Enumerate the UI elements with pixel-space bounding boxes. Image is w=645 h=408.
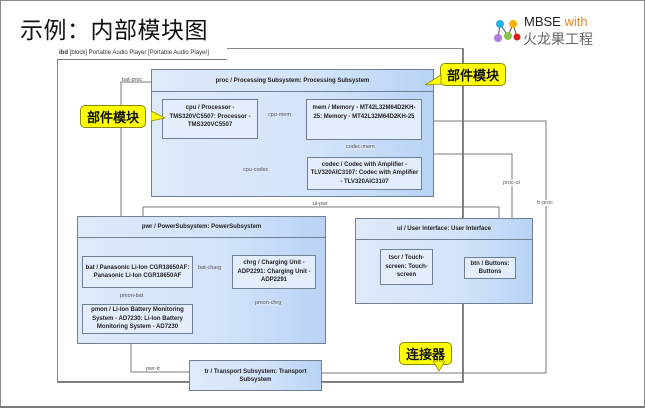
connector-label-pmon-chrg: pmon-chrg: [255, 300, 282, 306]
callout-connector: 连接器: [399, 342, 453, 365]
connector-label-ui-pwr: ui-pwr: [313, 201, 328, 207]
mbse-logo-icon: [494, 20, 521, 42]
part-chrg[interactable]: chrg / Charging Unit - ADP2291: Charging…: [232, 255, 316, 289]
part-bat[interactable]: bat / Panasonic Li-Ion CGR18650AF: Panas…: [82, 256, 193, 288]
slide-title: 示例：内部模块图: [20, 18, 208, 44]
part-pmon[interactable]: pmon / Li-Ion Battery Monitoring System …: [82, 304, 193, 334]
connector-label-bat-proc: bat-proc: [122, 77, 143, 83]
callout-part-block-left: 部件模块: [80, 105, 147, 128]
callout-part-block-top-right: 部件模块: [440, 63, 507, 86]
frame-label: ibd [block] Portable Audio Player [Porta…: [57, 48, 228, 60]
connector-label-pmon-bat: pmon-bat: [120, 293, 144, 299]
logo-text-line2: 火龙果工程: [523, 32, 593, 48]
callout-pointer-left: [151, 110, 167, 122]
part-btn[interactable]: btn / Buttons: Buttons: [464, 257, 516, 279]
block-pwr-title: pwr / PowerSubsystem: PowerSubsystem: [78, 217, 325, 238]
part-tscr[interactable]: tscr / Touch-screen: Touch-screen: [380, 249, 433, 285]
connector-label-bat-charg: bat-charg: [198, 265, 222, 271]
connector-label-cpu-mem: cpu-mem: [268, 112, 291, 118]
connector-label-tr-proc: tr-proc: [537, 200, 553, 206]
connector-label-cpu-codec: cpu-codec: [243, 167, 269, 173]
block-proc-title: proc / Processing Subsystem: Processing …: [152, 70, 433, 92]
part-cpu[interactable]: cpu / Processor - TMS320VC5507: Processo…: [162, 99, 258, 139]
callout-pointer-top-right: [425, 75, 442, 86]
block-tr[interactable]: tr / Transport Subsystem: Transport Subs…: [189, 360, 322, 391]
part-mem[interactable]: mem / Memory - MT42L32M64D2KH-25: Memory…: [306, 99, 422, 140]
block-ui-title: ui / User Interface: User Interface: [356, 219, 532, 240]
block-tr-title: tr / Transport Subsystem: Transport Subs…: [204, 368, 307, 383]
connector-label-proc-ui: proc-ui: [503, 180, 520, 186]
part-codec[interactable]: codec / Codec with Amplifier - TLV320AIC…: [307, 157, 422, 190]
connector-label-pwr-tr: pwr-tr: [146, 366, 161, 372]
logo: MBSE with 火龙果工程: [494, 14, 634, 50]
connector-label-codec-mem: codec-mem: [346, 144, 375, 150]
callout-pointer-connector: [432, 361, 446, 372]
logo-text-line1: MBSE with: [524, 14, 588, 29]
